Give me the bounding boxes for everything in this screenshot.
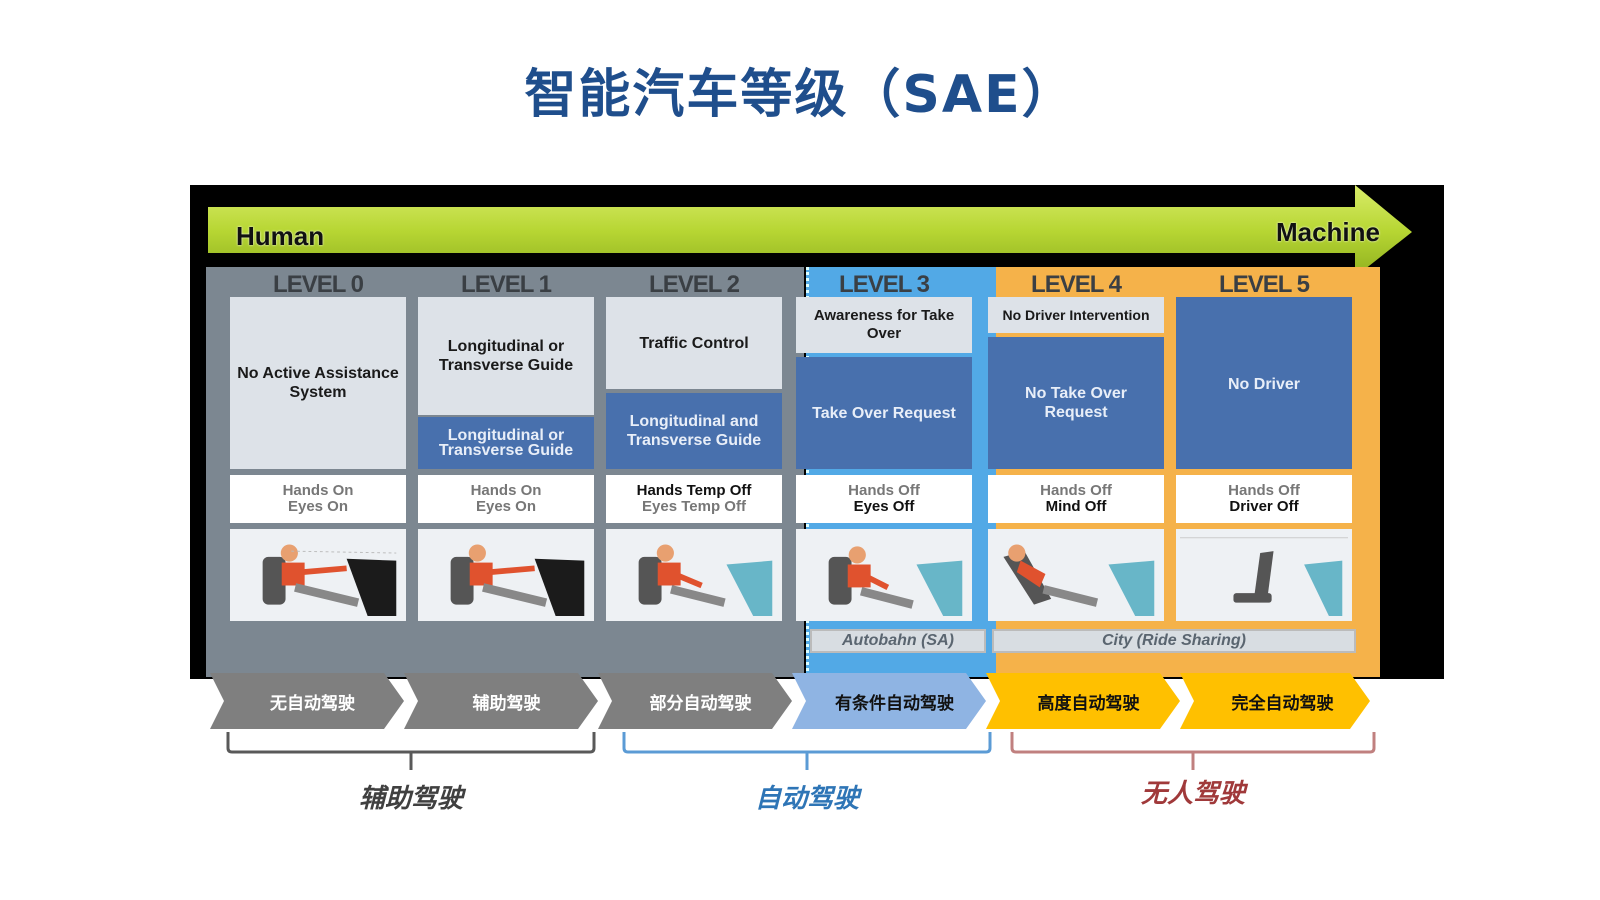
hands-eyes-box: Hands Off Eyes Off: [796, 475, 972, 523]
bracket-assist: [226, 732, 596, 770]
eyes-line: Eyes On: [475, 498, 537, 515]
level-label: LEVEL 2: [649, 271, 740, 298]
chevron-level-0: [210, 673, 404, 729]
group-label-auto: 自动驾驶: [754, 784, 859, 814]
eyes-line: Eyes Temp Off: [642, 498, 746, 515]
person-reclined-icon: [988, 529, 1164, 621]
chevron-label: 完全自动驾驶: [1231, 694, 1334, 714]
arrow-label-machine: Machine: [1275, 217, 1380, 247]
level-box-lower: Take Over Request: [796, 357, 972, 469]
level-box-lower: No Take Over Request: [988, 337, 1164, 469]
human-machine-arrow: [208, 185, 1412, 277]
hands-eyes-box: Hands On Eyes On: [230, 475, 406, 523]
person-hands-on-icon: [230, 529, 406, 621]
chevron-level-2: [598, 673, 792, 729]
chevron-level-1: [404, 673, 598, 729]
hands-eyes-box: Hands On Eyes On: [418, 475, 594, 523]
hands-line: Hands Off: [1040, 482, 1112, 499]
eyes-line: Mind Off: [1045, 498, 1107, 515]
page-title: 智能汽车等级（SAE）: [524, 65, 1076, 125]
person-eyes-off-icon: [796, 529, 972, 621]
chevron-level-5: [1180, 673, 1370, 729]
level-label: LEVEL 1: [461, 271, 552, 298]
chevron-label: 有条件自动驾驶: [835, 694, 954, 714]
chevron-label: 无自动驾驶: [270, 694, 355, 714]
hands-line: Hands Off: [1228, 482, 1300, 499]
level-label: LEVEL 0: [273, 271, 364, 298]
chevron-label: 辅助驾驶: [472, 694, 541, 714]
level-chevron-row: [210, 673, 1370, 729]
hands-eyes-box: Hands Off Mind Off: [988, 475, 1164, 523]
level-box-top: Longitudinal or Transverse Guide: [418, 297, 594, 415]
person-hands-on-icon: [418, 529, 594, 621]
hands-line: Hands On: [282, 482, 354, 499]
city-bar: City (Ride Sharing): [992, 629, 1356, 653]
empty-seat-icon: [1176, 529, 1352, 621]
bracket-auto: [622, 732, 992, 770]
bracket-driverless: [1010, 732, 1376, 770]
level-label: LEVEL 4: [1031, 271, 1122, 298]
autobahn-bar: Autobahn (SA): [810, 629, 986, 653]
eyes-line: Eyes On: [287, 498, 349, 515]
chevron-level-3: [792, 673, 986, 729]
level-box-top: Awareness for Take Over: [796, 297, 972, 353]
chevron-label: 高度自动驾驶: [1037, 694, 1140, 714]
eyes-line: Driver Off: [1229, 498, 1299, 515]
hands-eyes-box: Hands Off Driver Off: [1176, 475, 1352, 523]
hands-eyes-box: Hands Temp Off Eyes Temp Off: [606, 475, 782, 523]
sae-levels-figure: Human Machine LEVEL 0 No Active Assistan…: [190, 185, 1444, 679]
level-box-lower: No Driver: [1176, 297, 1352, 469]
group-label-assist: 辅助驾驶: [358, 784, 463, 814]
level-label: LEVEL 3: [839, 271, 930, 298]
hands-line: Hands On: [470, 482, 542, 499]
level-box-top: Traffic Control: [606, 297, 782, 389]
level-box-lower: Longitudinal or Transverse Guide: [418, 417, 594, 469]
level-box-top: No Driver Intervention: [988, 297, 1164, 333]
group-brackets: [226, 732, 1376, 770]
hands-line: Hands Off: [848, 482, 920, 499]
eyes-line: Eyes Off: [853, 498, 915, 515]
chevron-level-4: [986, 673, 1180, 729]
arrow-label-human: Human: [236, 221, 325, 251]
hands-line: Hands Temp Off: [636, 482, 752, 499]
level-label: LEVEL 5: [1219, 271, 1310, 298]
person-hands-off-icon: [606, 529, 782, 621]
group-label-driverless: 无人驾驶: [1140, 779, 1245, 809]
level-box-top: No Active Assistance System: [230, 297, 406, 469]
chevron-label: 部分自动驾驶: [649, 694, 752, 714]
level-box-lower: Longitudinal and Transverse Guide: [606, 393, 782, 469]
